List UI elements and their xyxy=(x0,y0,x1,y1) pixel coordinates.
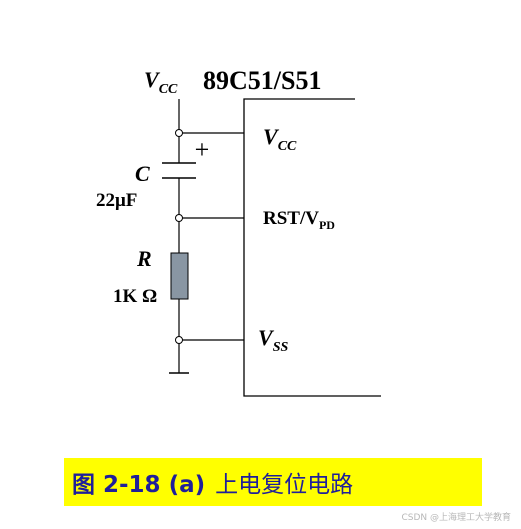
pin-vcc-label: VCC xyxy=(263,124,297,154)
watermark: CSDN @上海理工大学教育 xyxy=(401,513,511,523)
chip-name-label: 89C51/S51 xyxy=(203,66,321,95)
pin-rst-label: RST/VPD xyxy=(263,208,335,232)
figure-number: 图 2-18 (a) xyxy=(72,472,206,498)
capacitor-polarity-mark: + xyxy=(195,135,210,164)
supply-label: VCC xyxy=(144,67,178,97)
junction-vss xyxy=(175,336,183,344)
capacitor-value-label: 22μF xyxy=(96,190,137,211)
capacitor-name-label: C xyxy=(135,161,150,186)
figure-caption: 图 2-18 (a) 上电复位电路 xyxy=(64,458,482,506)
pin-vss-label: VSS xyxy=(258,325,288,355)
capacitor-symbol xyxy=(162,133,196,218)
chip-outline xyxy=(243,98,381,397)
figure-title: 上电复位电路 xyxy=(215,472,354,498)
resistor-symbol xyxy=(170,252,189,300)
junction-rst xyxy=(175,214,183,222)
resistor-name-label: R xyxy=(136,246,152,271)
junction-vcc xyxy=(175,129,183,137)
resistor-value-label: 1K Ω xyxy=(113,286,157,307)
